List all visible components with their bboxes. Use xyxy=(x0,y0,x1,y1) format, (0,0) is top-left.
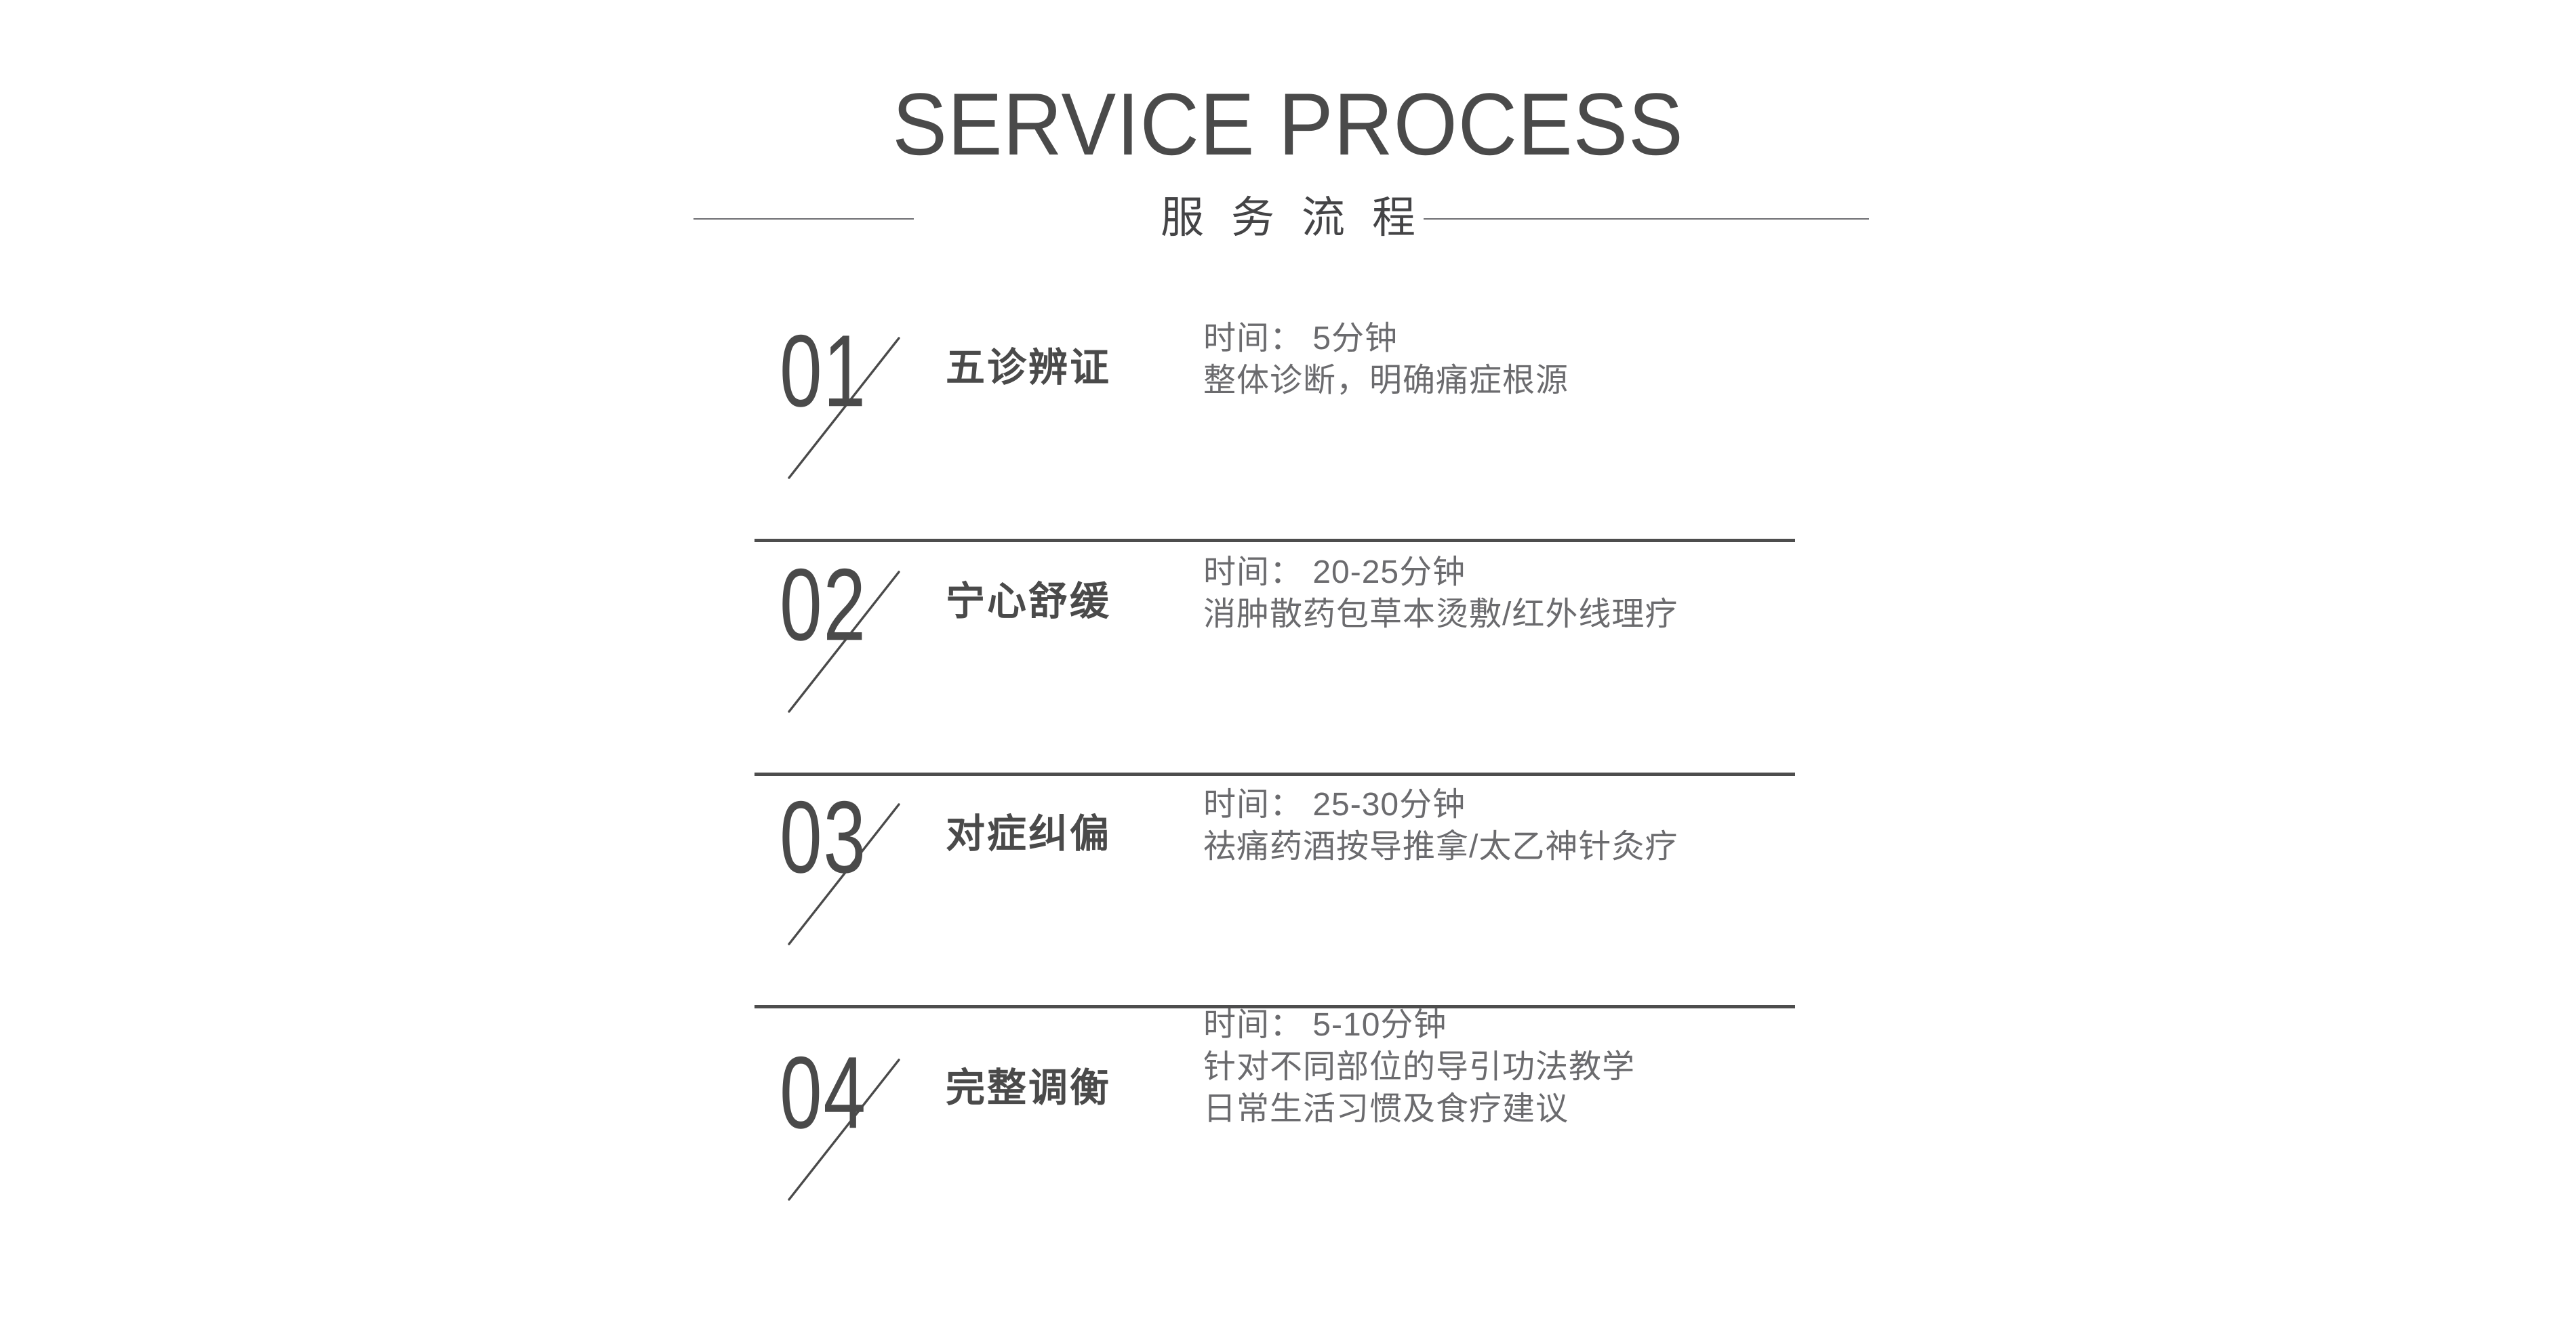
step-description: 时间： 25-30分钟 祛痛药酒按导推拿/太乙神针灸疗 xyxy=(1203,784,1800,868)
step-detail-line: 整体诊断，明确痛症根源 xyxy=(1203,363,1569,398)
process-step-item: 02 宁心舒缓 时间： 20-25分钟 消肿散药包草本烫敷/红外线理疗 xyxy=(754,542,1795,776)
header-rule-left xyxy=(693,218,914,220)
step-description: 时间： 5分钟 整体诊断，明确痛症根源 xyxy=(1203,318,1800,402)
step-duration-line: 时间： 25-30分钟 xyxy=(1203,787,1466,823)
step-description: 时间： 20-25分钟 消肿散药包草本烫敷/红外线理疗 xyxy=(1203,552,1800,636)
step-title: 宁心舒缓 xyxy=(946,579,1112,623)
step-title: 完整调衡 xyxy=(946,1066,1112,1110)
step-detail-line: 祛痛药酒按导推拿/太乙神针灸疗 xyxy=(1203,829,1678,865)
step-divider xyxy=(754,773,1795,776)
page-header: SERVICE PROCESS 服 务 流 程 xyxy=(0,0,2576,271)
step-detail-line: 日常生活习惯及食疗建议 xyxy=(1203,1091,1569,1127)
header-rule-right xyxy=(1424,218,1869,220)
step-marker: 04 xyxy=(780,1030,949,1264)
process-step-item: 01 五诊辨证 时间： 5分钟 整体诊断，明确痛症根源 xyxy=(754,308,1795,542)
step-duration-line: 时间： 5-10分钟 xyxy=(1203,1007,1447,1043)
step-description: 时间： 5-10分钟 针对不同部位的导引功法教学 日常生活习惯及食疗建议 xyxy=(1203,1004,1800,1130)
step-title: 对症纠偏 xyxy=(946,812,1112,856)
process-step-item: 03 对症纠偏 时间： 25-30分钟 祛痛药酒按导推拿/太乙神针灸疗 xyxy=(754,775,1795,1008)
step-detail-line: 针对不同部位的导引功法教学 xyxy=(1203,1049,1636,1085)
process-step-item: 04 完整调衡 时间： 5-10分钟 针对不同部位的导引功法教学 日常生活习惯及… xyxy=(754,1007,1795,1242)
step-marker: 02 xyxy=(780,542,949,776)
step-marker: 03 xyxy=(780,775,949,1008)
step-duration-line: 时间： 5分钟 xyxy=(1203,321,1398,356)
step-title: 五诊辨证 xyxy=(946,346,1112,390)
page-title-chinese: 服 务 流 程 xyxy=(1161,194,1424,242)
step-divider xyxy=(754,1005,1795,1008)
step-number: 01 xyxy=(780,314,867,429)
page-title-english: SERVICE PROCESS xyxy=(892,75,1684,173)
step-number: 02 xyxy=(780,548,867,663)
step-detail-line: 消肿散药包草本烫敷/红外线理疗 xyxy=(1203,596,1678,632)
step-divider xyxy=(754,539,1795,542)
step-number: 03 xyxy=(780,780,867,895)
step-number: 04 xyxy=(780,1035,867,1151)
step-duration-line: 时间： 20-25分钟 xyxy=(1203,554,1466,590)
step-marker: 01 xyxy=(780,308,949,542)
subtitle-row: 服 务 流 程 xyxy=(0,184,2576,252)
